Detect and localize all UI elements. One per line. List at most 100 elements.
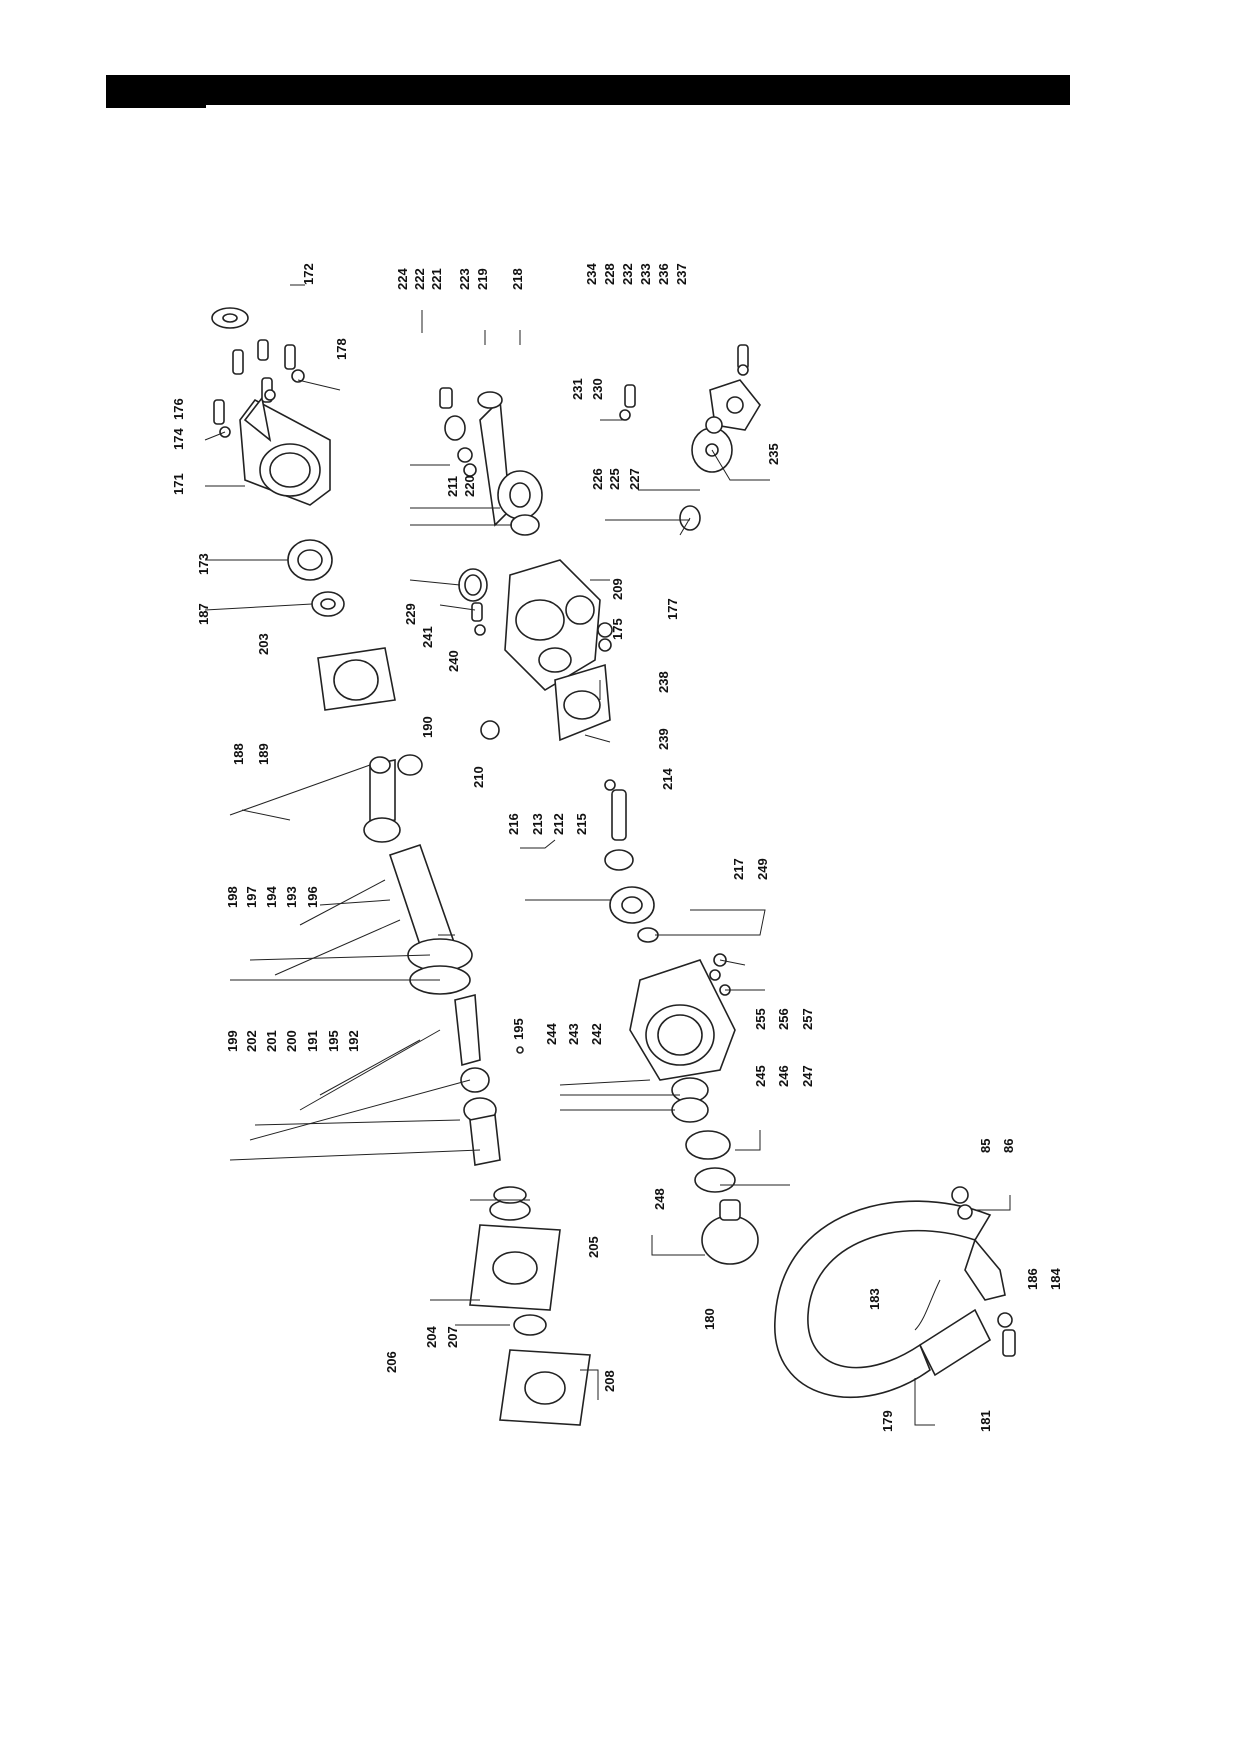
label-196: 196 — [305, 886, 320, 908]
nuts-85-86 — [951, 1186, 973, 1220]
gasket-208 — [499, 1349, 591, 1426]
label-205: 205 — [586, 1236, 601, 1258]
label-249: 249 — [755, 858, 770, 880]
label-199: 199 — [225, 1030, 240, 1052]
label-86: 86 — [1001, 1139, 1016, 1153]
label-184: 184 — [1048, 1268, 1063, 1290]
label-210: 210 — [471, 766, 486, 788]
label-242: 242 — [589, 1023, 604, 1045]
label-241: 241 — [420, 626, 435, 648]
label-191: 191 — [305, 1030, 320, 1052]
label-212: 212 — [551, 813, 566, 835]
bearing-206 — [489, 1186, 531, 1221]
label-209: 209 — [610, 578, 625, 600]
label-227: 227 — [627, 468, 642, 490]
shaft-188 — [363, 759, 401, 843]
label-229: 229 — [403, 603, 418, 625]
nuts-175-177 — [597, 622, 613, 652]
bearing-173 — [287, 539, 333, 581]
label-207: 207 — [445, 1326, 460, 1348]
label-206: 206 — [384, 1351, 399, 1373]
label-236: 236 — [656, 263, 671, 285]
label-214: 214 — [660, 768, 675, 790]
gasket-203 — [317, 647, 396, 711]
label-247: 247 — [800, 1065, 815, 1087]
label-178: 178 — [334, 338, 349, 360]
label-245: 245 — [753, 1065, 768, 1087]
label-85: 85 — [978, 1139, 993, 1153]
label-192: 192 — [346, 1030, 361, 1052]
spring-183 — [914, 1279, 941, 1331]
bearing-211 — [510, 514, 540, 536]
cover-238 — [554, 663, 611, 742]
label-183: 183 — [867, 1288, 882, 1310]
shaft-191 — [454, 993, 501, 1166]
label-224: 224 — [395, 268, 410, 290]
label-213: 213 — [530, 813, 545, 835]
label-226: 226 — [590, 468, 605, 490]
label-238: 238 — [656, 671, 671, 693]
label-190: 190 — [420, 716, 435, 738]
label-179: 179 — [880, 1410, 895, 1432]
label-195: 195 — [326, 1030, 341, 1052]
seal-207 — [513, 1314, 547, 1336]
label-244: 244 — [544, 1023, 559, 1045]
gear-217 — [609, 886, 655, 924]
label-257: 257 — [800, 1008, 815, 1030]
flange-housing-171 — [239, 396, 331, 506]
label-255: 255 — [753, 1008, 768, 1030]
label-248: 248 — [652, 1188, 667, 1210]
plug-210 — [480, 720, 500, 740]
label-188: 188 — [231, 743, 246, 765]
label-221: 221 — [429, 268, 444, 290]
label-177: 177 — [665, 598, 680, 620]
cup-248 — [701, 1199, 759, 1265]
label-215: 215 — [574, 813, 589, 835]
label-204: 204 — [424, 1326, 439, 1348]
gear-case-209 — [504, 559, 601, 692]
label-239: 239 — [656, 728, 671, 750]
label-187: 187 — [196, 603, 211, 625]
washers-255-257 — [709, 953, 731, 996]
fitting-226 — [679, 505, 701, 536]
gear-case-242 — [629, 959, 736, 1081]
label-195-right: 195 — [511, 1018, 526, 1040]
label-200: 200 — [284, 1030, 299, 1052]
label-176: 176 — [171, 398, 186, 420]
label-246: 246 — [776, 1065, 791, 1087]
small-parts-221-224 — [439, 387, 477, 477]
housing-205 — [469, 1224, 561, 1311]
label-216: 216 — [506, 813, 521, 835]
label-202: 202 — [244, 1030, 259, 1052]
bolt-241 — [471, 602, 486, 636]
bearings-243-244 — [671, 1077, 709, 1123]
label-211: 211 — [445, 476, 460, 497]
label-173: 173 — [196, 553, 211, 575]
label-228: 228 — [602, 263, 617, 285]
label-218: 218 — [510, 268, 525, 290]
label-203: 203 — [256, 633, 271, 655]
label-240: 240 — [446, 650, 461, 672]
gear-220 — [497, 470, 543, 520]
label-217: 217 — [731, 858, 746, 880]
label-193: 193 — [284, 886, 299, 908]
label-243: 243 — [566, 1023, 581, 1045]
clutch-drum-198 — [388, 843, 473, 995]
label-237: 237 — [674, 263, 689, 285]
label-189: 189 — [256, 743, 271, 765]
label-225: 225 — [607, 468, 622, 490]
label-223: 223 — [457, 268, 472, 290]
header-bar — [106, 75, 1070, 105]
label-219: 219 — [475, 268, 490, 290]
washer-172 — [211, 307, 249, 329]
leader-lines — [204, 284, 1011, 1426]
label-222: 222 — [412, 268, 427, 290]
dot-195 — [516, 1046, 524, 1054]
label-198-top: 198 — [225, 886, 240, 908]
label-220: 220 — [462, 475, 477, 497]
label-231: 231 — [570, 378, 585, 400]
handle-179 — [774, 1200, 1006, 1399]
washer-228 — [705, 416, 723, 434]
label-172: 172 — [301, 263, 316, 285]
bolt-184 — [997, 1312, 1016, 1357]
